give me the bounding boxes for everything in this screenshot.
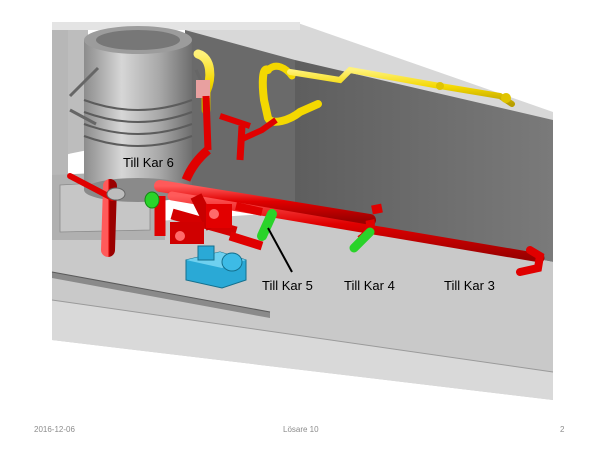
tank <box>68 26 212 202</box>
footer-date: 2016-12-06 <box>34 425 75 434</box>
pump <box>185 245 247 289</box>
label-till-kar-4: Till Kar 4 <box>344 278 395 293</box>
label-till-kar-5: Till Kar 5 <box>262 278 313 293</box>
red-pipes <box>67 95 545 276</box>
green-valves <box>144 191 375 253</box>
label-till-kar-3: Till Kar 3 <box>444 278 495 293</box>
floor <box>51 212 554 400</box>
footer-page-number: 2 <box>560 425 565 434</box>
yellow-pipes <box>193 49 515 126</box>
leader-line-kar5 <box>267 227 293 273</box>
label-till-kar-6: Till Kar 6 <box>123 155 174 170</box>
footer-title: Lösare 10 <box>283 425 319 434</box>
